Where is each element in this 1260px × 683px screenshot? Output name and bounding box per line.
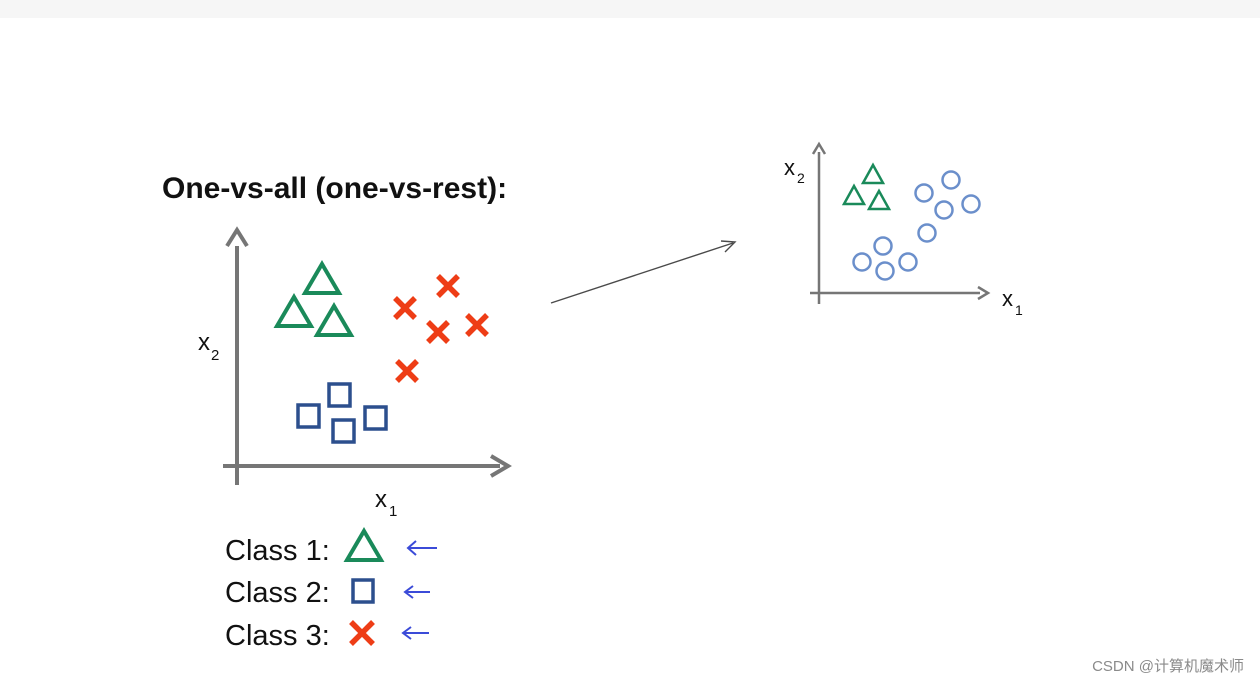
legend-label: Class 1:	[225, 535, 330, 567]
square-marker	[331, 418, 356, 444]
main-y-axis-arrowhead	[225, 226, 249, 248]
mini-plot-axes	[810, 141, 991, 304]
circle-marker	[873, 236, 893, 256]
mini-x-axis-arrowhead	[977, 285, 991, 301]
circle-marker	[934, 200, 954, 220]
class2-squares	[296, 382, 388, 444]
main-y-axis-symbol: x	[198, 329, 210, 356]
watermark-text: CSDN @计算机魔术师	[1092, 657, 1244, 675]
cross-marker	[436, 274, 460, 298]
mini-x-axis-label: x 1	[1002, 286, 1023, 318]
top-bar	[0, 0, 1260, 18]
legend: Class 1: Class 2: Class 3:	[225, 527, 437, 652]
mini-y-axis-arrowhead	[811, 141, 827, 155]
main-x-axis-symbol: x	[375, 486, 387, 513]
triangle-marker	[866, 188, 892, 211]
mini-triangles	[841, 162, 892, 211]
triangle-marker	[313, 302, 355, 337]
circle-marker	[961, 194, 981, 214]
cross-marker	[426, 320, 450, 344]
main-y-axis-label: x 2	[198, 329, 219, 364]
legend-item-class3: Class 3:	[225, 620, 429, 652]
square-marker	[327, 382, 352, 408]
legend-item-class1: Class 1:	[225, 527, 437, 567]
square-marker	[296, 403, 321, 429]
circle-marker	[875, 261, 895, 281]
connector-arrow	[550, 242, 734, 304]
circle-marker	[852, 252, 872, 272]
legend-label: Class 2:	[225, 577, 330, 609]
mini-y-axis-label: x 2	[784, 155, 805, 186]
pointer-arrow-icon	[401, 626, 429, 640]
pointer-arrow-icon	[403, 585, 430, 599]
circle-marker	[898, 252, 918, 272]
legend-item-class2: Class 2:	[225, 577, 430, 609]
square-marker	[363, 405, 388, 431]
cross-marker	[465, 313, 489, 337]
legend-label: Class 3:	[225, 620, 330, 652]
triangle-icon	[343, 527, 385, 562]
mini-y-axis-subscript: 2	[797, 170, 805, 186]
circle-marker	[917, 223, 937, 243]
square-icon	[351, 578, 375, 604]
main-x-axis-arrowhead	[489, 454, 512, 478]
pointer-arrow-icon	[406, 540, 437, 556]
main-x-axis-subscript: 1	[389, 503, 397, 520]
class3-crosses	[393, 274, 489, 383]
connector-arrowhead	[720, 240, 737, 253]
mini-y-axis-symbol: x	[784, 155, 795, 180]
mini-x-axis-subscript: 1	[1015, 302, 1023, 318]
circle-marker	[914, 183, 934, 203]
main-plot-axes	[223, 226, 512, 485]
mini-x-axis-symbol: x	[1002, 286, 1013, 311]
cross-icon	[349, 620, 375, 646]
main-x-axis-label: x 1	[375, 486, 397, 520]
cross-marker	[393, 296, 417, 320]
triangle-marker	[273, 293, 315, 328]
triangle-marker	[301, 260, 343, 295]
class1-triangles	[273, 260, 355, 337]
circle-marker	[941, 170, 961, 190]
main-y-axis-subscript: 2	[211, 347, 219, 364]
triangle-marker	[841, 183, 867, 206]
cross-marker	[395, 359, 419, 383]
mini-circles	[852, 170, 981, 281]
slide-title: One-vs-all (one-vs-rest):	[162, 172, 507, 205]
triangle-marker	[860, 162, 886, 185]
